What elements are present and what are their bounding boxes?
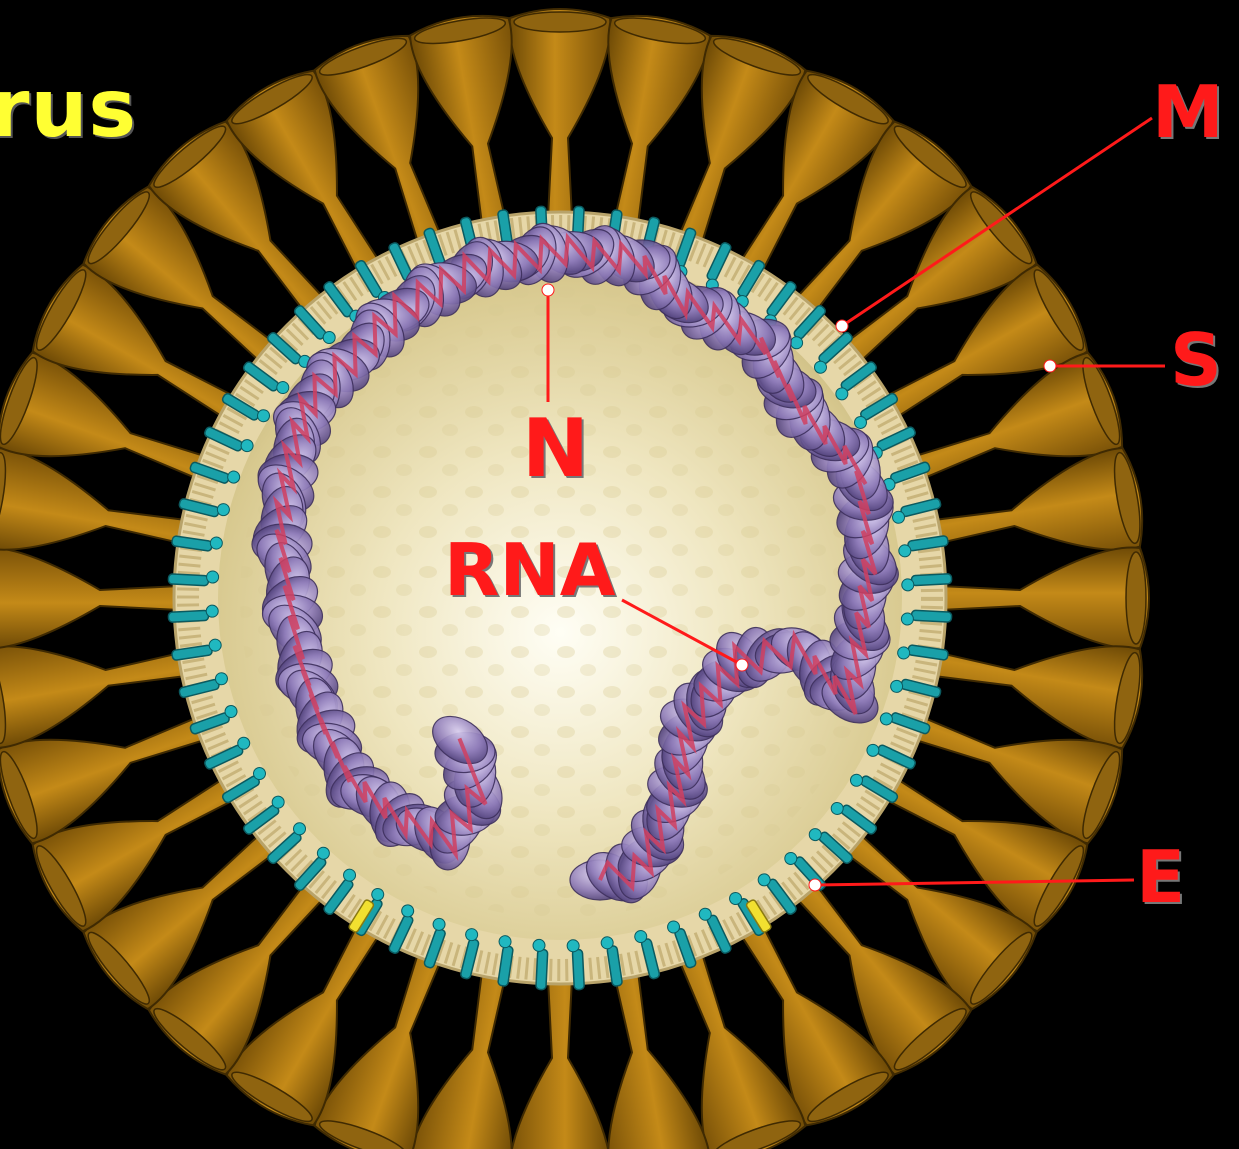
label-s: S	[1170, 318, 1222, 402]
spike-protein-icon	[510, 978, 611, 1149]
label-n: N	[522, 402, 589, 495]
pointer-e	[809, 879, 1134, 891]
spike-protein-icon	[940, 548, 1149, 649]
label-e: E	[1136, 835, 1185, 919]
spike-protein-icon	[0, 548, 180, 649]
title: rus	[0, 62, 137, 155]
spike-protein-icon	[510, 9, 611, 218]
label-m: M	[1152, 70, 1224, 154]
label-rna: RNA	[444, 528, 615, 612]
